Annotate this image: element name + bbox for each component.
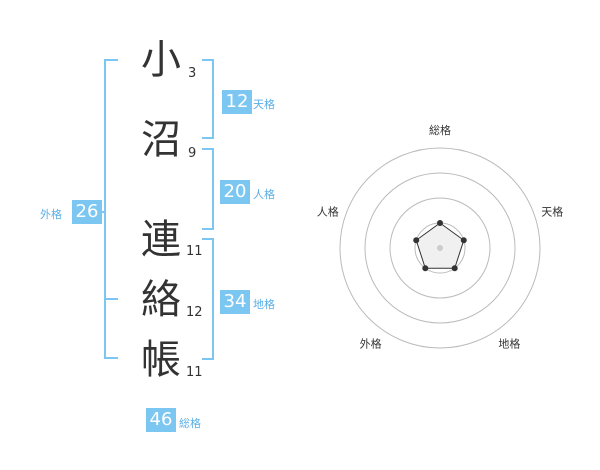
gaikaku-bracket-top (104, 59, 118, 61)
radar-axis-label-2: 地格 (498, 336, 520, 350)
radar-ring-3 (364, 172, 516, 324)
name-char-3: 連 (141, 217, 181, 263)
jinkaku-badge: 20 (220, 180, 250, 204)
name-char-2: 沼 (141, 117, 181, 163)
radar-axis-label-0: 総格 (429, 123, 451, 137)
radar-center (437, 245, 443, 251)
tenkaku-bracket-bottom (202, 137, 214, 139)
radar-point-0 (437, 220, 443, 226)
name-char-1: 小 (141, 37, 181, 83)
tenkaku-bracket-vertical (212, 59, 214, 139)
stroke-count-3: 11 (186, 244, 203, 259)
radar-point-3 (422, 265, 429, 272)
chikaku-label: 地格 (253, 298, 275, 311)
radar-ring-2 (389, 197, 491, 299)
radar-point-2 (451, 265, 458, 272)
gaikaku-label: 外格 (40, 208, 62, 221)
radar-ring-4 (339, 147, 541, 349)
radar-point-1 (460, 237, 467, 244)
gaikaku-bracket-middle (104, 298, 118, 300)
tenkaku-badge: 12 (222, 90, 252, 114)
jinkaku-bracket-vertical (212, 148, 214, 230)
chikaku-bracket-vertical (212, 238, 214, 360)
tenkaku-bracket-top (202, 59, 214, 61)
soukaku-label: 総格 (179, 417, 201, 430)
gaikaku-bracket-vertical (104, 59, 106, 359)
name-char-5: 帳 (141, 337, 181, 383)
jinkaku-bracket-top (202, 148, 214, 150)
stroke-count-2: 9 (188, 146, 197, 161)
jinkaku-label: 人格 (253, 188, 275, 201)
name-char-4: 絡 (141, 277, 181, 323)
gaikaku-bracket-bottom (104, 357, 118, 359)
stroke-count-5: 11 (186, 365, 203, 380)
radar-axis-label-3: 外格 (360, 336, 382, 350)
chikaku-badge: 34 (220, 290, 250, 314)
radar-axis-label-1: 天格 (541, 205, 563, 219)
stroke-count-4: 12 (186, 305, 203, 320)
stroke-count-1: 3 (188, 66, 197, 81)
tenkaku-label: 天格 (253, 98, 275, 111)
radar-point-4 (413, 237, 420, 244)
chikaku-bracket-bottom (202, 358, 214, 360)
chikaku-bracket-top (202, 238, 214, 240)
radar-axis-label-4: 人格 (317, 205, 339, 219)
soukaku-badge: 46 (146, 408, 176, 432)
gaikaku-bracket-connector (98, 211, 106, 213)
jinkaku-bracket-bottom (202, 228, 214, 230)
gaikaku-badge: 26 (72, 200, 102, 224)
